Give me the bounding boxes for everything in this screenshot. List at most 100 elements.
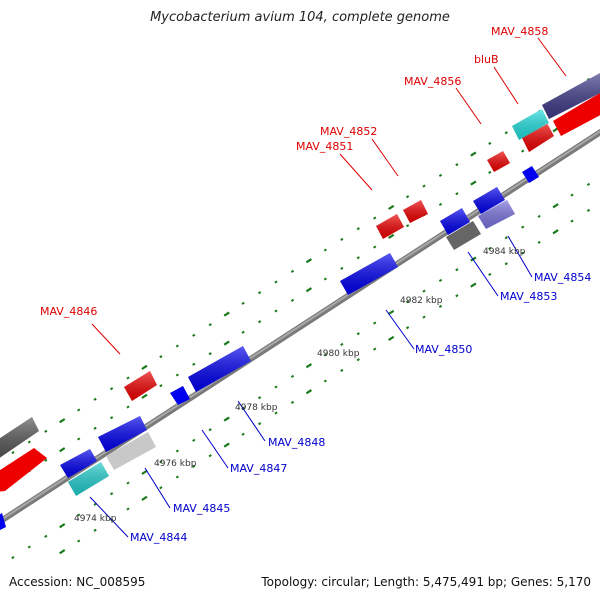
gene-label-mav-4846[interactable]: MAV_4846 [40, 305, 97, 318]
tick-mark [504, 262, 508, 266]
tick-mark [93, 426, 97, 430]
tick-mark [488, 141, 492, 145]
scale-label: 4980 kbp [317, 349, 360, 359]
tick-mark [305, 389, 312, 395]
gene-label-mav-4852[interactable]: MAV_4852 [320, 125, 377, 138]
scale-labels: 4974 kbp 4976 kbp 4978 kbp 4980 kbp 4982… [74, 247, 526, 524]
tick-mark [405, 326, 410, 330]
gene-label-mav-4844[interactable]: MAV_4844 [130, 531, 187, 544]
tick-mark [455, 163, 459, 167]
tick-mark [77, 513, 81, 517]
gene-label-mav-4854[interactable]: MAV_4854 [534, 271, 591, 284]
tick-mark [438, 278, 443, 282]
tick-mark [126, 481, 130, 485]
tick-mark [305, 287, 312, 293]
scale-label: 4984 kbp [483, 247, 526, 257]
gene-label-mav-4850[interactable]: MAV_4850 [415, 343, 472, 356]
tick-mark [175, 373, 179, 377]
gene-feature[interactable] [553, 93, 600, 136]
tick-mark [93, 528, 97, 532]
tick-mark [521, 149, 525, 153]
tick-mark [290, 298, 295, 302]
tick-mark [470, 151, 477, 157]
tick-mark [488, 246, 492, 250]
tick-mark [11, 451, 15, 455]
tick-mark [586, 208, 591, 212]
tick-mark [537, 214, 541, 218]
tick-mark [470, 180, 477, 186]
gene-feature[interactable] [522, 166, 539, 183]
tick-mark [141, 469, 148, 475]
tick-mark [93, 397, 97, 401]
tick-mark [340, 237, 344, 241]
tick-mark [159, 384, 163, 388]
tick-mark [175, 475, 179, 479]
tick-mark [323, 277, 327, 281]
tick-mark [192, 362, 196, 366]
tick-mark [438, 304, 443, 308]
tick-mark [59, 549, 66, 555]
tick-mark [521, 225, 525, 229]
forward-gene-labels: MAV_4846 MAV_4851 MAV_4852 MAV_4856 bluB… [40, 25, 548, 318]
gene-feature[interactable] [170, 386, 190, 405]
gene-feature[interactable] [0, 513, 6, 536]
tick-mark [223, 340, 230, 346]
tick-mark [290, 269, 295, 273]
tick-mark [521, 251, 525, 255]
tick-mark [257, 320, 262, 324]
gene-features [0, 73, 600, 536]
tick-mark [141, 393, 148, 399]
gene-label-mav-4847[interactable]: MAV_4847 [230, 462, 287, 475]
scale-label: 4974 kbp [74, 514, 117, 524]
gene-feature[interactable] [0, 448, 47, 492]
scale-label: 4982 kbp [400, 296, 443, 306]
tick-mark [126, 507, 130, 511]
tick-mark [405, 300, 410, 304]
tick-mark [159, 460, 163, 464]
tick-mark [504, 236, 508, 240]
tick-mark [422, 184, 426, 188]
tick-mark [44, 458, 48, 462]
tick-mark [570, 219, 574, 223]
gene-label-mav-4858[interactable]: MAV_4858 [491, 25, 548, 38]
scale-label: 4976 kbp [154, 459, 197, 469]
tick-mark [290, 374, 295, 378]
tick-mark [356, 256, 360, 260]
gene-label-mav-4851[interactable]: MAV_4851 [296, 140, 353, 153]
tick-mark [208, 454, 212, 458]
gene-label-mav-4856[interactable]: MAV_4856 [404, 75, 461, 88]
gene-label-blub[interactable]: bluB [474, 53, 499, 66]
tick-mark [109, 416, 114, 420]
tick-mark [438, 173, 443, 177]
tick-mark [373, 321, 377, 325]
tick-mark [159, 355, 163, 359]
tick-mark [340, 342, 344, 346]
tick-mark [208, 428, 212, 432]
tick-mark [455, 192, 459, 196]
scale-label: 4978 kbp [235, 403, 278, 413]
gene-feature[interactable] [106, 432, 156, 470]
tick-mark [44, 534, 48, 538]
tick-mark [192, 438, 196, 442]
tick-mark [356, 332, 360, 336]
callout-lines [89, 37, 567, 538]
tick-mark [373, 347, 377, 351]
gene-label-mav-4848[interactable]: MAV_4848 [268, 436, 325, 449]
tick-mark [77, 437, 81, 441]
tick-mark [175, 344, 179, 348]
tick-mark [552, 203, 559, 209]
genome-backbone [0, 128, 600, 526]
tick-mark [241, 432, 245, 436]
map-title: Mycobacterium avium 104, complete genome [150, 10, 450, 25]
tick-mark [109, 387, 114, 391]
tick-mark [223, 442, 230, 448]
tick-mark [274, 309, 278, 313]
tick-mark [59, 523, 66, 529]
tick-mark [109, 492, 114, 496]
gene-feature[interactable] [446, 221, 481, 250]
gene-label-mav-4853[interactable]: MAV_4853 [500, 290, 557, 303]
gene-label-mav-4845[interactable]: MAV_4845 [173, 502, 230, 515]
tick-mark [356, 358, 360, 362]
